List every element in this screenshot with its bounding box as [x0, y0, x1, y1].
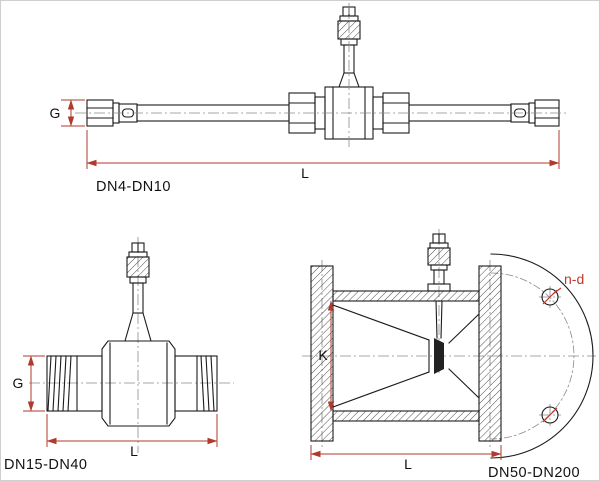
- dim-label-l: L: [130, 443, 138, 459]
- bolt-hole-top: [541, 288, 559, 306]
- dim-label-l: L: [301, 165, 309, 181]
- dimension-l: [86, 130, 560, 169]
- sensor-assembly: [124, 242, 152, 342]
- caption-dn50-dn200: DN50-DN200: [488, 465, 580, 481]
- flange-end-view: [490, 253, 594, 459]
- centerlines: [29, 237, 234, 453]
- turbine-rotor: [434, 338, 444, 374]
- dim-label-g: G: [50, 105, 61, 121]
- drawing-dn15-dn40: G L DN15-DN40: [4, 237, 234, 473]
- dimension-l: [46, 414, 218, 447]
- drawing-dn4-dn10: G L DN4-DN10: [50, 3, 567, 195]
- caption-dn4-dn10: DN4-DN10: [96, 179, 171, 195]
- dim-label-k: K: [318, 347, 328, 363]
- bolt-hole-marks: [542, 287, 562, 423]
- centerlines: [75, 3, 567, 147]
- dimension-g: [23, 355, 45, 412]
- dim-label-l: L: [404, 456, 412, 472]
- dimension-g: [61, 99, 85, 127]
- meter-body: [310, 265, 502, 442]
- bolt-callout-label: n-d: [564, 271, 584, 287]
- drawing-dn50-dn200: K L n-d DN50-DN200: [302, 229, 596, 481]
- dimension-l: [310, 445, 502, 460]
- meter-body: [46, 340, 218, 427]
- caption-dn15-dn40: DN15-DN40: [4, 457, 87, 473]
- sensor-assembly: [427, 233, 451, 292]
- right-flange: [478, 265, 502, 442]
- bolt-hole-bottom: [541, 406, 559, 424]
- dim-label-g: G: [13, 375, 24, 391]
